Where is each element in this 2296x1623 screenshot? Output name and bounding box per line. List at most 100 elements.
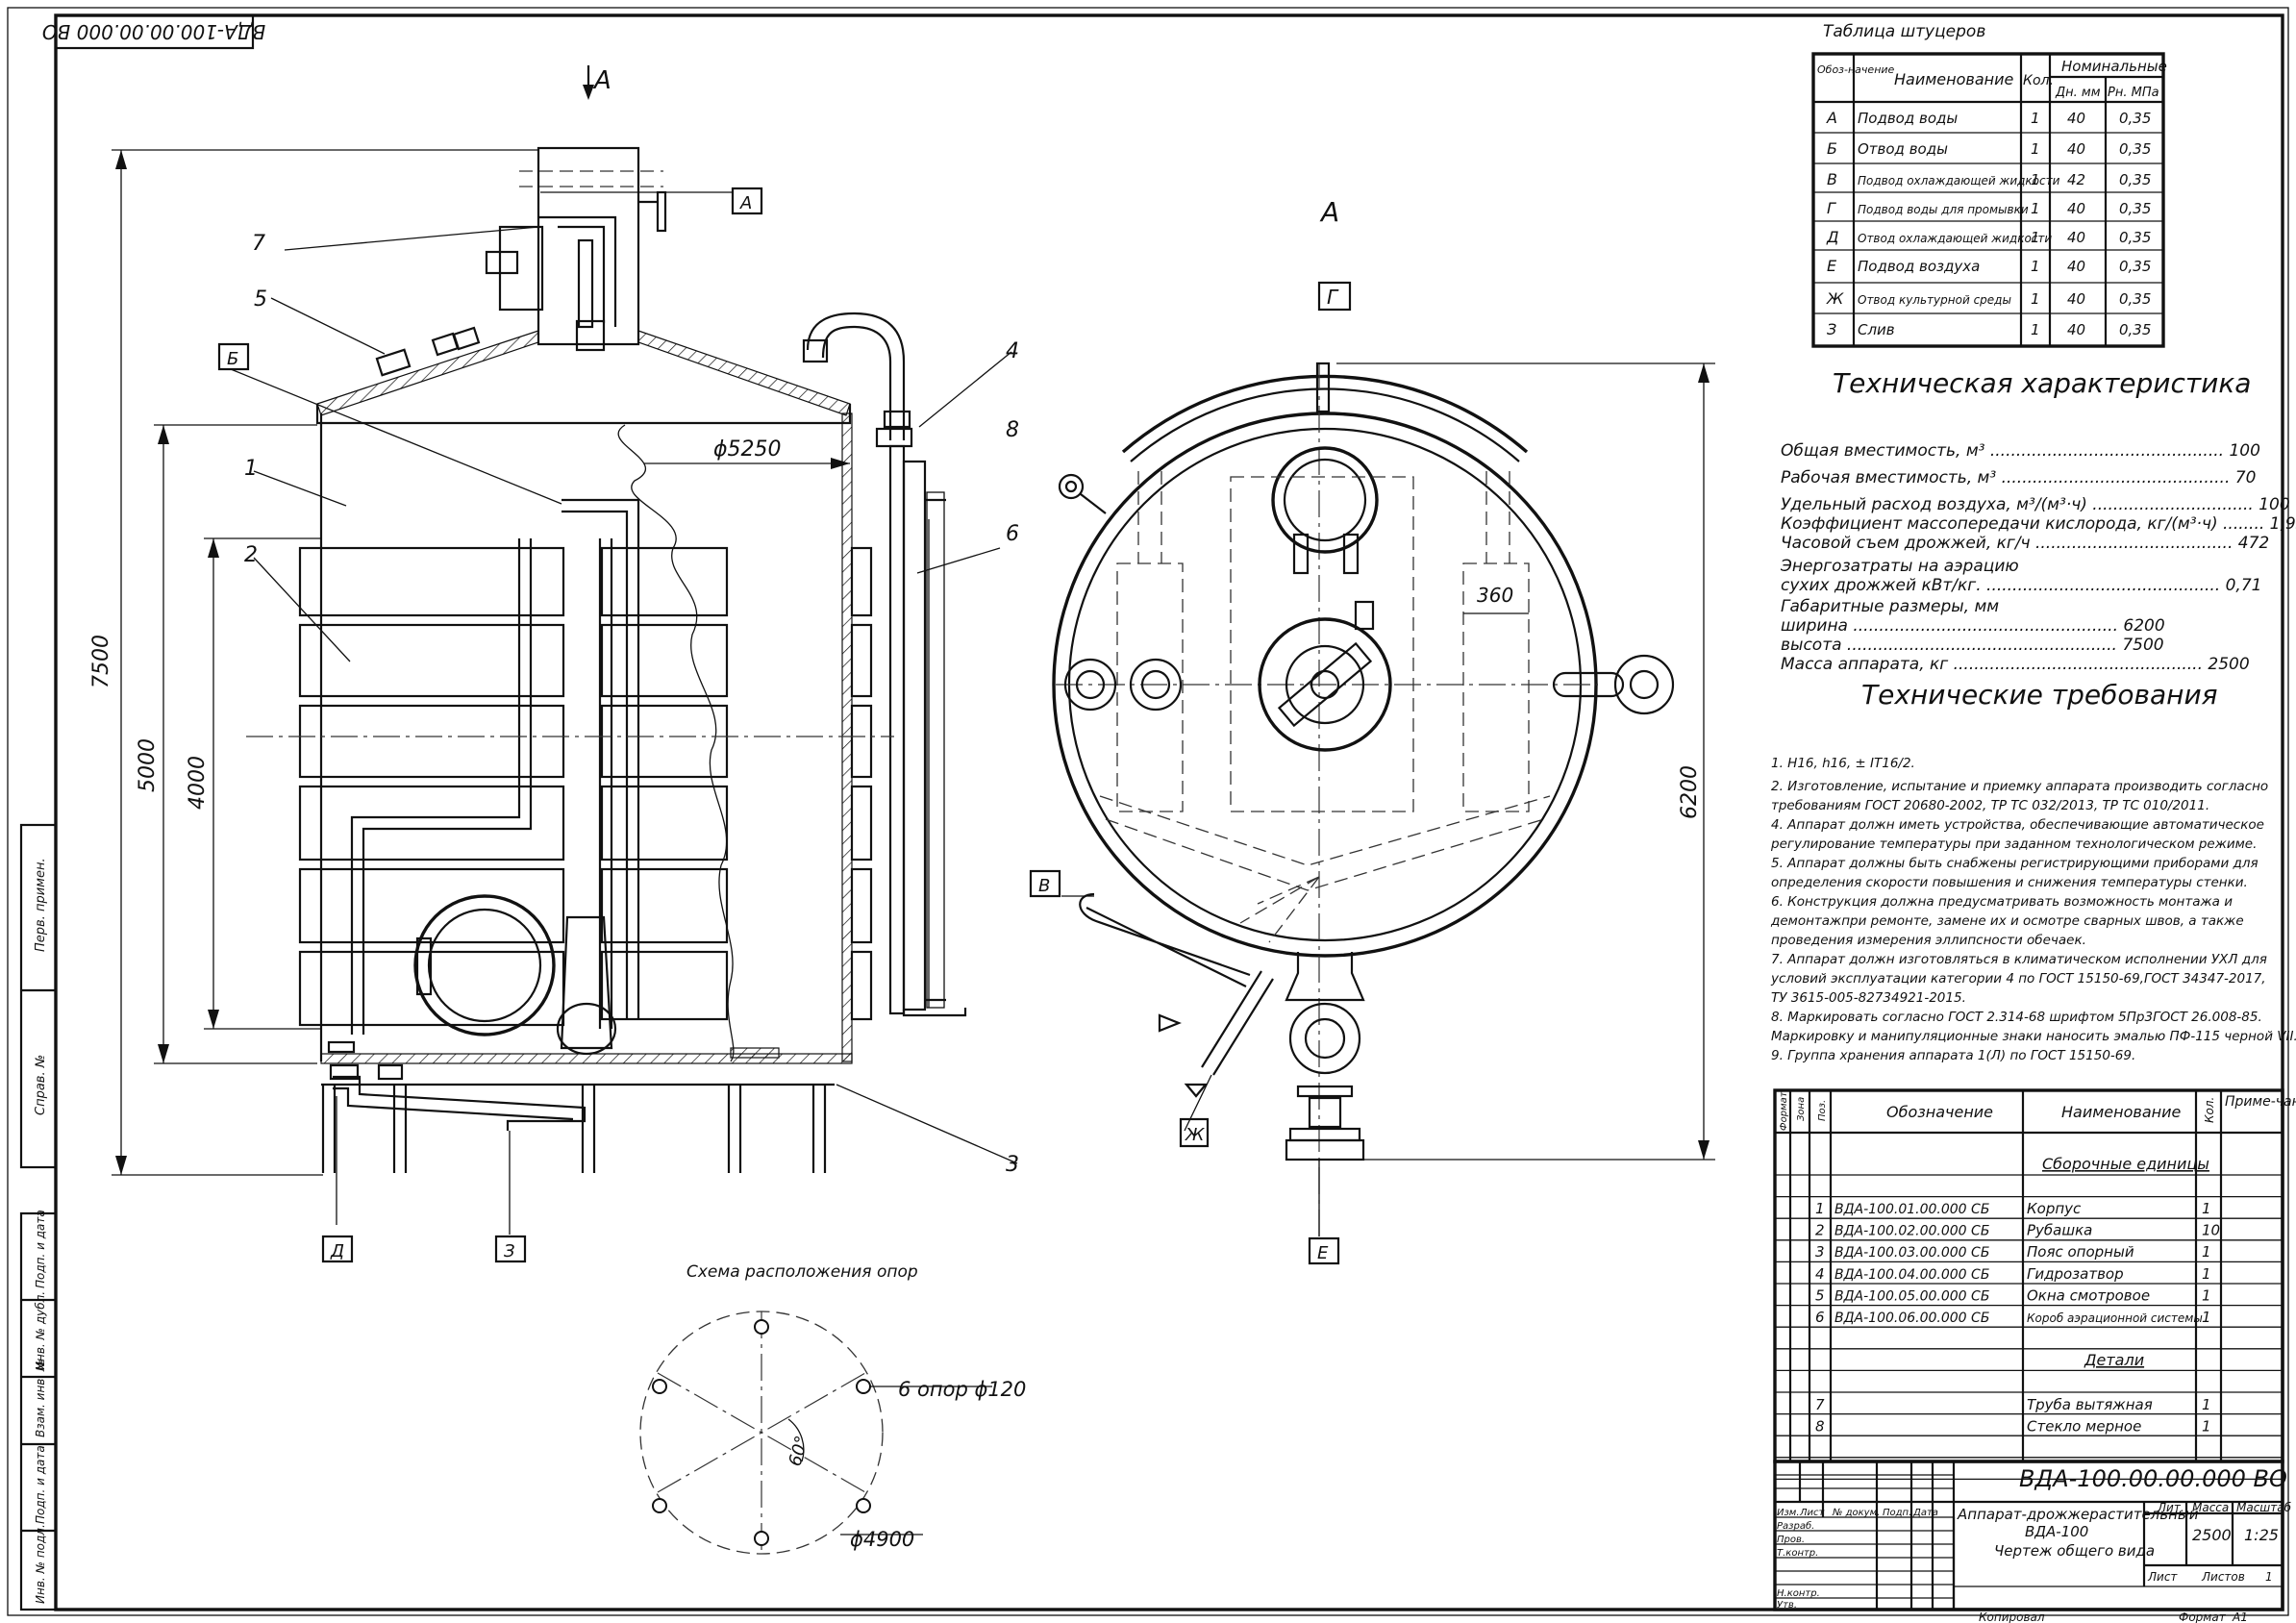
spec-det-1-qty: 1 xyxy=(2202,1418,2211,1436)
tb-row-doc: № докум. xyxy=(1832,1508,1880,1518)
nt-h-nominal: Номинальные xyxy=(2061,58,2167,75)
svg-text:Д: Д xyxy=(330,1241,344,1261)
tech-req-line-1: 2. Изготовление, испытание и приемку апп… xyxy=(1771,779,2268,794)
tech-req-line-5: 5. Аппарат должны быть снабжены регистри… xyxy=(1771,856,2259,871)
spec-asm-4-name: Окна смотровое xyxy=(2027,1286,2150,1304)
front-view: A xyxy=(89,65,1019,1263)
nt-row-7-d: З xyxy=(1827,320,1836,338)
spec-asm-0-name: Корпус xyxy=(2027,1200,2082,1217)
svg-text:А: А xyxy=(739,193,752,213)
port-tag-v: В xyxy=(1029,869,1061,898)
spec-asm-0-pos: 1 xyxy=(1815,1200,1825,1217)
view-title-a: A xyxy=(1319,196,1339,228)
spec-asm-5-qty: 1 xyxy=(2202,1309,2211,1326)
tech-req-line-4: регулирование температуры при заданном т… xyxy=(1770,836,2257,852)
spec-asm-0-qty: 1 xyxy=(2202,1200,2211,1217)
svg-text:В: В xyxy=(1038,876,1050,896)
tb-row-date: Дата xyxy=(1912,1508,1938,1518)
callout-3: 3 xyxy=(1006,1153,1019,1177)
tech-characteristics: Техническая характеристика Общая вместим… xyxy=(1780,367,2296,674)
tb-format: Формат xyxy=(2179,1611,2227,1623)
callout-7: 7 xyxy=(252,232,265,256)
spec-h-note: Приме-чание xyxy=(2225,1094,2296,1110)
nt-row-5-pn: 0,35 xyxy=(2119,258,2151,275)
nt-row-7-pn: 0,35 xyxy=(2119,321,2151,338)
port-tag-g: Г xyxy=(1317,281,1352,312)
nt-row-1-qty: 1 xyxy=(2031,140,2040,158)
title-block: ВДА-100.00.00.000 ВО Изм. Лист № докум. … xyxy=(1773,1460,2292,1623)
tech-req-line-3: 4. Аппарат должн иметь устройства, обесп… xyxy=(1771,817,2264,833)
tech-req-line-6: определения скорости повышения и снижени… xyxy=(1771,875,2248,890)
side-stamp-1: Перв. примен. xyxy=(34,858,48,952)
dim-7500: 7500 xyxy=(89,635,113,688)
tech-req-line-13: 8. Маркировать согласно ГОСТ 2.314-68 шр… xyxy=(1771,1010,2262,1025)
nt-row-1-pn: 0,35 xyxy=(2119,140,2151,158)
side-stamps: Перв. примен. Справ. № Подп. и дата Инв.… xyxy=(19,823,58,1611)
svg-text:Б: Б xyxy=(227,349,238,369)
tech-char-line-2: Удельный расход воздуха, м³/(м³·ч) .....… xyxy=(1781,495,2290,514)
dim-6200: 6200 xyxy=(1678,765,1702,819)
spec-det-0-name: Труба вытяжная xyxy=(2027,1396,2153,1413)
nt-h-qty: Кол. xyxy=(2023,73,2054,88)
tech-req-line-9: проведения измерения эллипсности обечаек… xyxy=(1771,933,2086,948)
tb-mass-h: Масса xyxy=(2192,1501,2229,1514)
top-stamp: ВДА-100.00.00.000 ВО xyxy=(42,13,265,50)
svg-text:Г: Г xyxy=(1327,286,1339,309)
nt-row-1-d: Б xyxy=(1827,139,1837,158)
nt-row-2-d: В xyxy=(1827,170,1837,188)
nt-row-0-qty: 1 xyxy=(2031,110,2040,127)
tb-copied: Копировал xyxy=(1979,1611,2045,1623)
tb-person-approve: Утв. xyxy=(1777,1600,1797,1611)
nt-row-2-name: Подвод охлаждающей жидкости xyxy=(1858,174,2060,187)
angle-label: 60° xyxy=(786,1434,813,1468)
tb-lit: Лит. xyxy=(2157,1501,2184,1514)
top-view: A xyxy=(1029,196,1715,1265)
tech-char-line-5: Энергозатраты на аэрацию xyxy=(1780,557,2019,576)
spec-asm-1-pos: 2 xyxy=(1815,1222,1825,1239)
callout-6: 6 xyxy=(1006,522,1019,546)
tb-scale: 1:25 xyxy=(2244,1526,2279,1544)
nt-row-6-pn: 0,35 xyxy=(2119,290,2151,308)
tech-req-line-12: ТУ 3615-005-82734921-2015. xyxy=(1771,990,1966,1006)
tb-person-check: Пров. xyxy=(1777,1535,1805,1545)
dim-360: 360 xyxy=(1477,584,1513,607)
spec-section-assemblies: Сборочные единицы xyxy=(2042,1155,2209,1173)
spec-asm-0-code: ВДА-100.01.00.000 СБ xyxy=(1834,1202,1989,1217)
support-scheme: Схема расположения опор 6 опор ϕ120 60° … xyxy=(639,1262,1026,1555)
nt-row-5-dn: 40 xyxy=(2067,258,2085,275)
nt-row-1-name: Отвод воды xyxy=(1858,140,1948,158)
tech-req-line-15: 9. Группа хранения аппарата 1(Л) по ГОСТ… xyxy=(1771,1048,2135,1063)
spec-h-designation: Обозначение xyxy=(1886,1103,1993,1121)
spec-asm-3-qty: 1 xyxy=(2202,1265,2211,1283)
tb-sheets: Листов xyxy=(2201,1570,2245,1584)
spec-asm-2-qty: 1 xyxy=(2202,1243,2211,1261)
top-stamp-text: ВДА-100.00.00.000 ВО xyxy=(42,20,265,43)
nt-row-3-pn: 0,35 xyxy=(2119,200,2151,217)
nt-row-3-dn: 40 xyxy=(2067,200,2085,217)
tb-designation: ВДА-100.00.00.000 ВО xyxy=(2019,1465,2287,1492)
nt-row-5-d: Е xyxy=(1827,257,1837,275)
side-stamp-4: Инв. № дубл. xyxy=(34,1291,47,1370)
sheet-frame xyxy=(54,13,2284,1611)
nt-row-3-d: Г xyxy=(1827,199,1836,217)
spec-h-zone: Зона xyxy=(1796,1097,1807,1121)
spec-asm-3-code: ВДА-100.04.00.000 СБ xyxy=(1834,1267,1989,1283)
spec-asm-5-code: ВДА-100.06.00.000 СБ xyxy=(1834,1311,1989,1326)
spec-section-details: Детали xyxy=(2084,1351,2144,1369)
nt-h-dn: Дн. мм xyxy=(2055,86,2101,100)
supports-label: 6 опор ϕ120 xyxy=(898,1378,1026,1401)
view-marker-a: A xyxy=(592,66,611,95)
tech-req-title: Технические требования xyxy=(1861,679,2218,711)
tech-char-line-6: сухих дрожжей кВт/кг. ..................… xyxy=(1781,576,2261,595)
tb-row-list: Лист xyxy=(1799,1508,1826,1518)
port-tag-zh: Ж xyxy=(1179,1117,1210,1148)
tech-requirements: Технические требования 1. H16, h16, ± IT… xyxy=(1770,679,2296,1063)
nt-row-4-d: Д xyxy=(1826,228,1839,246)
nt-row-7-qty: 1 xyxy=(2031,321,2040,338)
callout-8: 8 xyxy=(1006,418,1019,442)
callout-2: 2 xyxy=(244,543,258,567)
nt-row-3-name: Подвод воды для промывки xyxy=(1858,203,2029,216)
tb-person-dev: Разраб. xyxy=(1777,1520,1814,1532)
diameter-5250: ϕ5250 xyxy=(713,437,782,462)
